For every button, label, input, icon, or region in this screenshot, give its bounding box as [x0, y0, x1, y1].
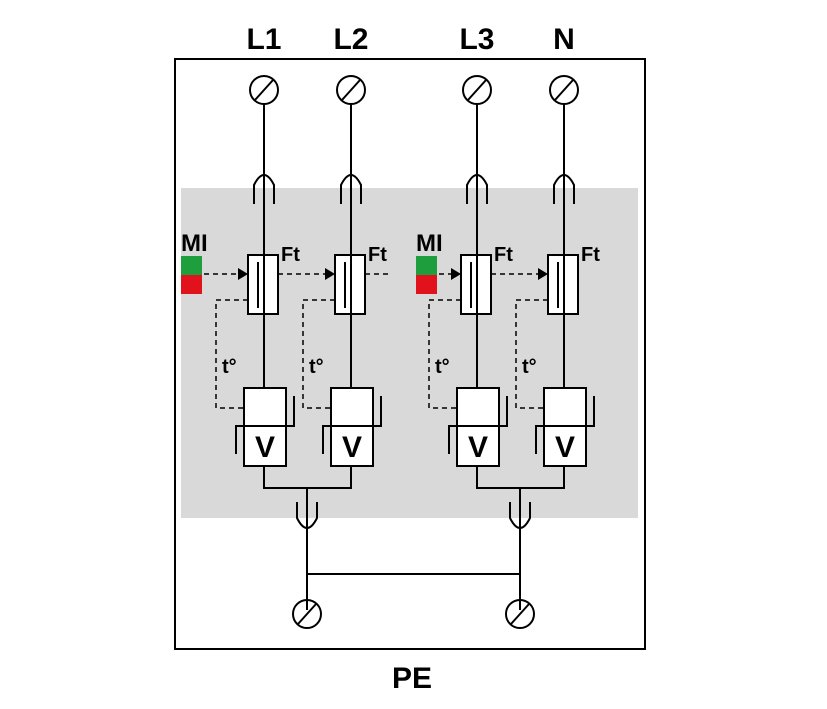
module-1-indicator-ok — [181, 256, 202, 275]
varistor-n — [543, 425, 587, 467]
varistor-disconnector-l1 — [243, 387, 287, 427]
varistor-label-l1: V — [255, 431, 275, 464]
plug-contact-pe-2 — [509, 502, 531, 529]
terminal-screw-pe-2 — [505, 599, 535, 629]
plug-contact-l3 — [466, 174, 488, 204]
varistor-label-l2: V — [342, 431, 362, 464]
varistor-l1 — [243, 425, 287, 467]
plug-contact-n — [553, 174, 575, 204]
fuse-label-l3: Ft — [494, 244, 513, 266]
varistor-label-n: V — [555, 431, 575, 464]
module-2-indicator-linkage — [365, 268, 548, 280]
channel-l1 — [235, 75, 295, 488]
thermal-label-l3: t° — [435, 356, 450, 378]
terminal-label-l1: L1 — [246, 23, 281, 56]
fuse-label-l2: Ft — [368, 244, 387, 266]
plug-contact-pe-1 — [296, 502, 318, 529]
plug-contact-l2 — [340, 174, 362, 204]
varistor-disconnector-l3 — [456, 387, 500, 427]
thermal-label-n: t° — [522, 356, 537, 378]
thermal-label-l2: t° — [309, 356, 324, 378]
varistor-label-l3: V — [468, 431, 488, 464]
module-2-indicator-ok — [416, 256, 437, 275]
module-1-indicator-linkage — [204, 268, 335, 280]
varistor-disconnector-l2 — [330, 387, 374, 427]
plug-contact-l1 — [253, 174, 275, 204]
pe-wiring — [263, 487, 565, 629]
channel-l3 — [448, 75, 508, 488]
module-1-indicator-label: MI — [181, 230, 208, 257]
fuse-label-l1: Ft — [281, 244, 300, 266]
module-1-indicator-fault — [181, 275, 202, 294]
thermal-label-l1: t° — [222, 356, 237, 378]
terminal-label-l2: L2 — [333, 23, 368, 56]
terminal-screw-pe-1 — [292, 599, 322, 629]
channel-n — [535, 75, 595, 488]
plug-module-area — [181, 188, 638, 518]
fuse-label-n: Ft — [581, 244, 600, 266]
terminal-label-l3: L3 — [459, 23, 494, 56]
thermal-linkages — [215, 299, 548, 409]
varistor-disconnector-n — [543, 387, 587, 427]
varistor-l2 — [330, 425, 374, 467]
module-2-indicator-fault — [416, 275, 437, 294]
module-2-indicator-label: MI — [416, 230, 443, 257]
terminal-label-n: N — [553, 23, 575, 56]
terminal-label-pe: PE — [392, 662, 432, 695]
fuse-inner-lines — [257, 262, 559, 308]
channel-l2 — [322, 75, 382, 488]
